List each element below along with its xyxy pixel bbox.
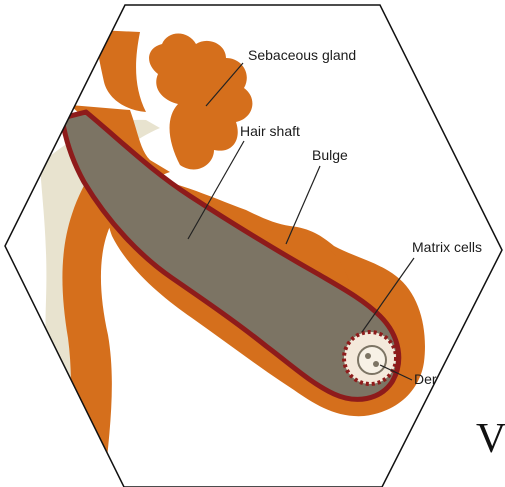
- papilla-cell: [373, 361, 379, 367]
- sebaceous-gland-label: Sebaceous gland: [248, 47, 356, 63]
- hair-shaft-label: Hair shaft: [240, 123, 300, 139]
- corner-letter-fragment: V: [476, 416, 505, 462]
- matrix-cells-label: Matrix cells: [412, 239, 482, 255]
- dermal-papilla-label: Derm: [414, 371, 448, 387]
- bulge-label: Bulge: [312, 147, 348, 163]
- dermal-papilla: [358, 346, 386, 374]
- papilla-cell: [365, 353, 371, 359]
